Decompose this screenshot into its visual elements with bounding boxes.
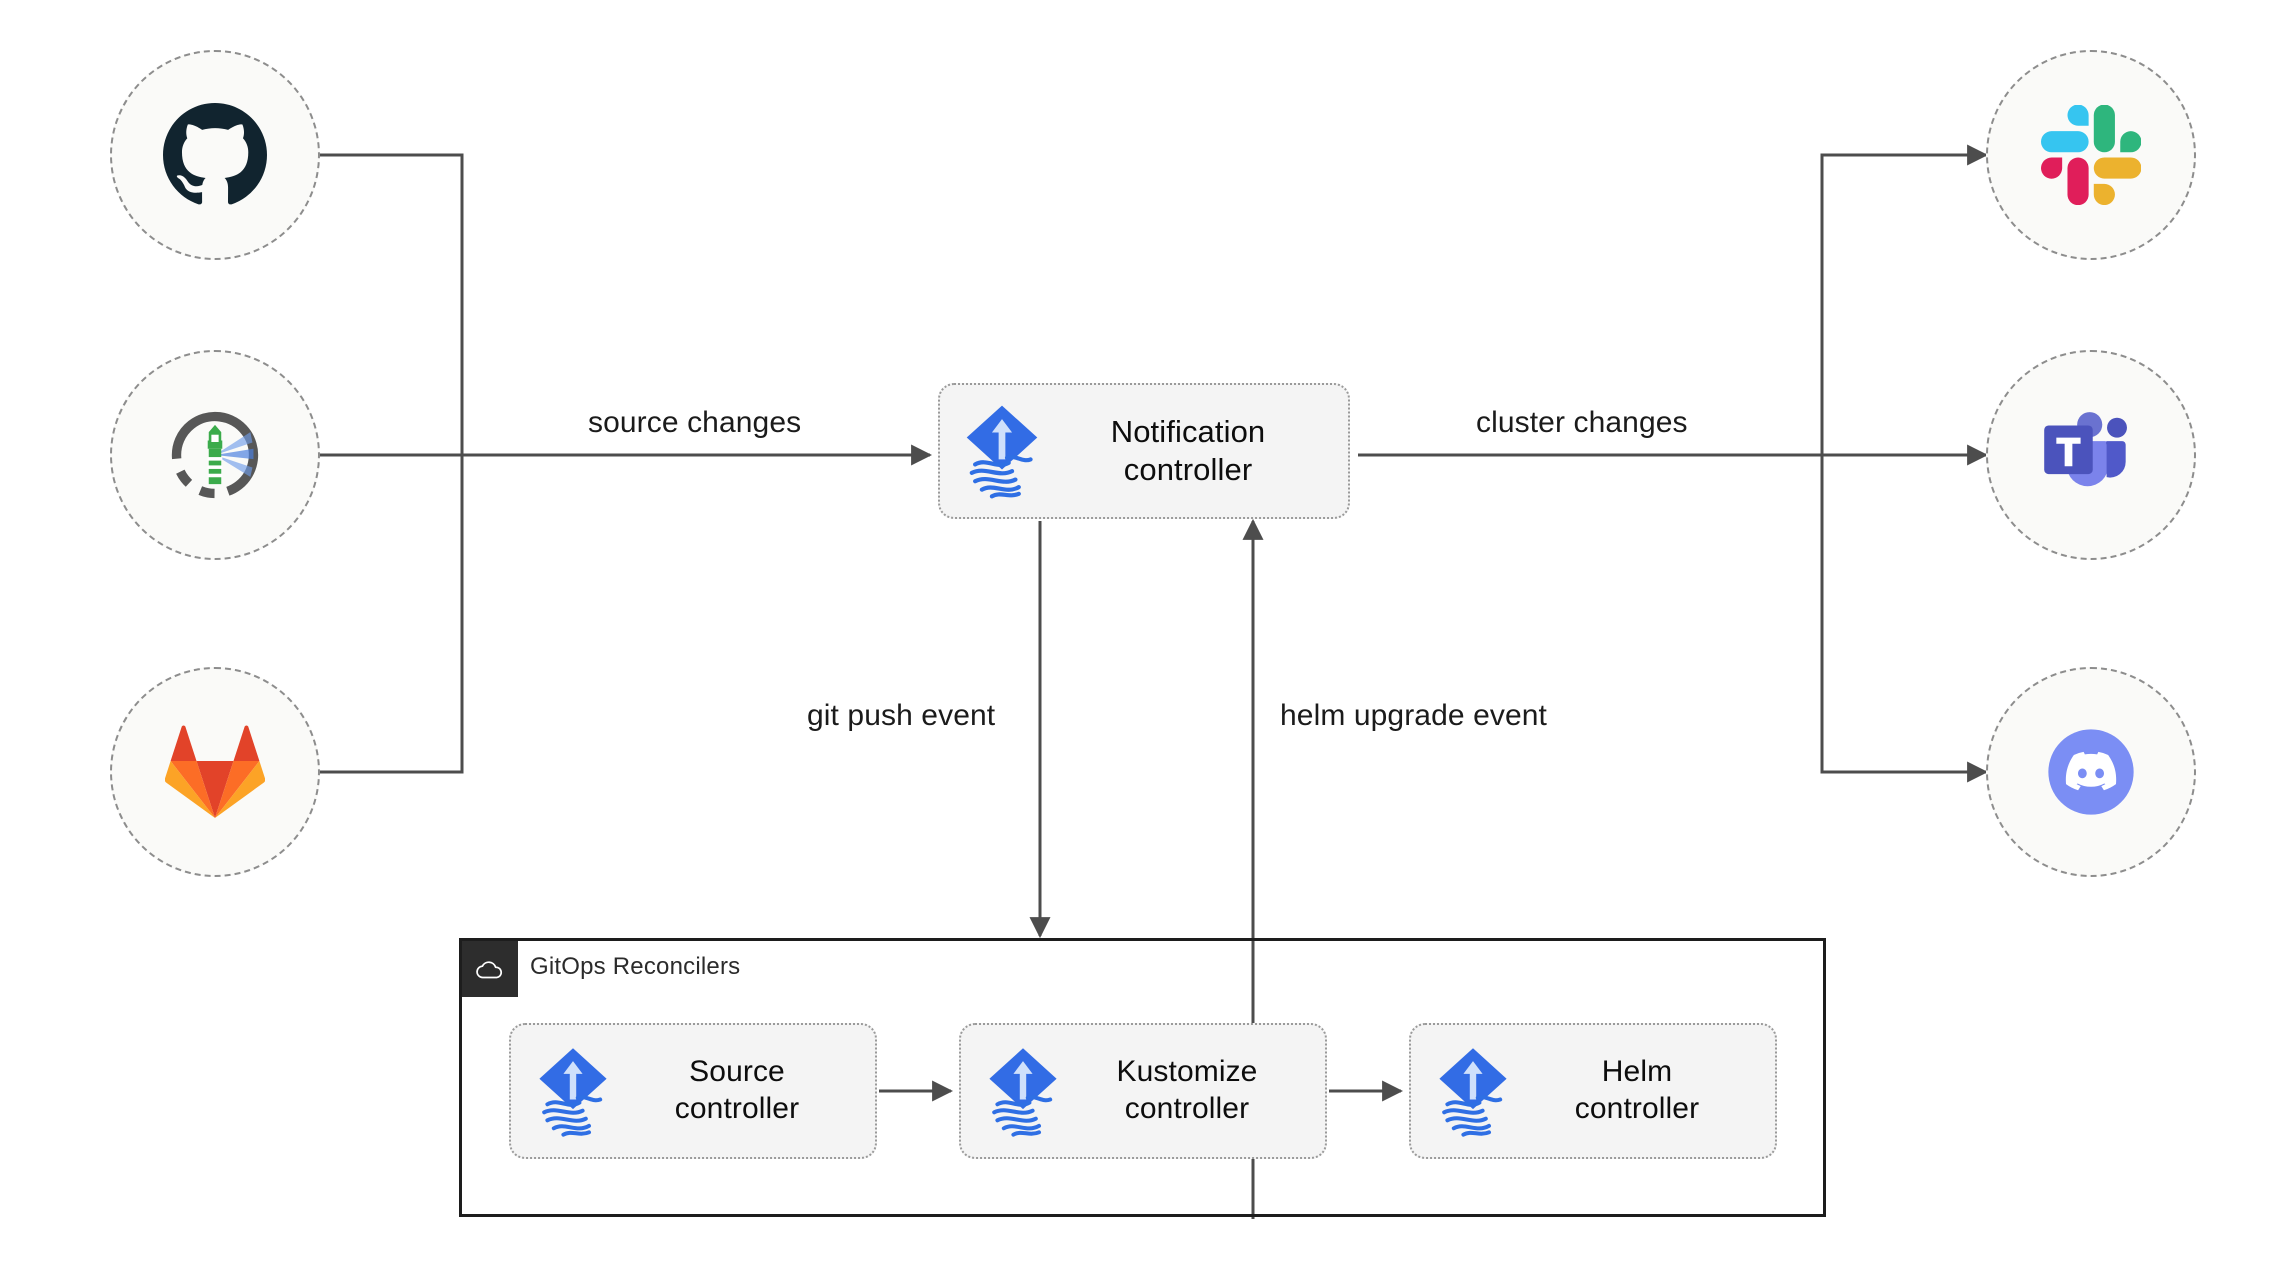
- edge-label-git-push-event: git push event: [797, 697, 1006, 735]
- slack-icon: [2037, 101, 2145, 209]
- gitops-reconcilers-title: GitOps Reconcilers: [530, 953, 741, 980]
- target-node-teams[interactable]: [1986, 350, 2196, 560]
- edge-label-source-changes: source changes: [578, 404, 812, 442]
- flux-logo-icon: [529, 1041, 617, 1141]
- source-controller-label: Source controller: [674, 1055, 800, 1125]
- flux-lighthouse-icon: [161, 401, 269, 509]
- notification-controller-card[interactable]: Notification controller: [938, 383, 1350, 519]
- source-node-flux[interactable]: [110, 350, 320, 560]
- source-node-gitlab[interactable]: [110, 667, 320, 877]
- target-node-slack[interactable]: [1986, 50, 2196, 260]
- source-node-github[interactable]: [110, 50, 320, 260]
- wire-bus-to-discord: [1820, 455, 1989, 783]
- notification-controller-label: Notification controller: [1110, 414, 1266, 487]
- helm-controller-label: Helm controller: [1574, 1055, 1700, 1125]
- gitops-reconcilers-group: GitOps Reconcilers: [459, 938, 1826, 1217]
- wire-github-to-bus: [320, 153, 464, 455]
- edge-label-helm-upgrade-event: helm upgrade event: [1270, 697, 1557, 735]
- flux-logo-icon: [1429, 1041, 1517, 1141]
- wire-gitlab-to-bus: [320, 455, 464, 774]
- github-icon: [161, 101, 269, 209]
- discord-icon: [2037, 718, 2145, 826]
- helm-controller-card[interactable]: Helm controller: [1409, 1023, 1777, 1159]
- source-controller-card[interactable]: Source controller: [509, 1023, 877, 1159]
- cloud-icon: [462, 941, 518, 997]
- target-node-discord[interactable]: [1986, 667, 2196, 877]
- gitlab-icon: [161, 718, 269, 826]
- kustomize-controller-label: Kustomize controller: [1116, 1055, 1258, 1125]
- edge-label-cluster-changes: cluster changes: [1466, 404, 1698, 442]
- wire-bus-to-slack: [1820, 144, 1989, 455]
- kustomize-controller-card[interactable]: Kustomize controller: [959, 1023, 1327, 1159]
- microsoft-teams-icon: [2037, 401, 2145, 509]
- flux-logo-icon: [979, 1041, 1067, 1141]
- flux-logo-icon: [958, 401, 1046, 501]
